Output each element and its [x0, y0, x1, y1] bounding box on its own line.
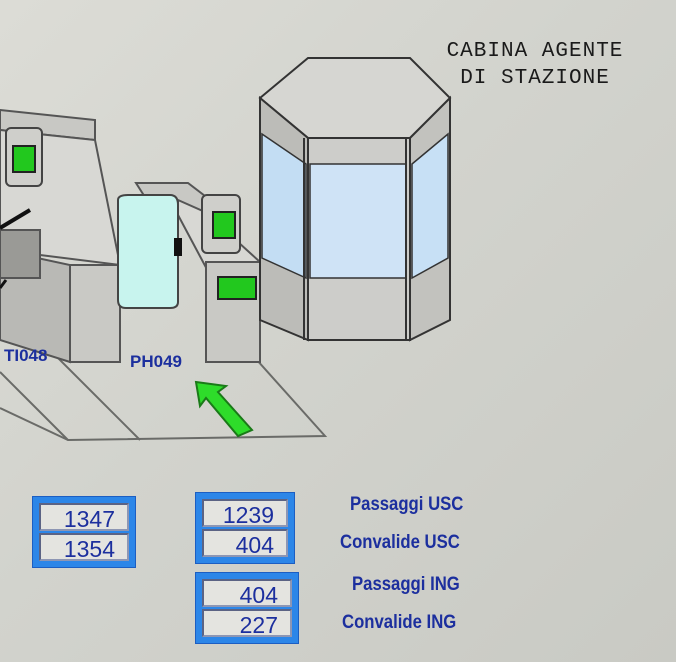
counter-b-bottom: 404: [202, 529, 288, 558]
counter-c-bottom: 227: [202, 609, 292, 638]
booth-title: CABINA AGENTE DI STAZIONE: [410, 38, 660, 92]
counter-group-c: 404 227: [195, 572, 299, 644]
label-convalide-ing: Convalide ING: [342, 612, 457, 633]
gate-door: [117, 194, 182, 309]
gate-label-ti048: TI048: [4, 346, 48, 365]
gate-label-ph049: PH049: [130, 352, 182, 371]
counter-a-top: 1347: [39, 503, 129, 532]
counter-group-b: 1239 404: [195, 492, 295, 564]
green-arrow-icon: [194, 380, 254, 438]
validator-ti048: [5, 127, 43, 187]
validator-ph049: [201, 194, 241, 254]
booth-title-line1: CABINA AGENTE: [446, 40, 624, 63]
counter-group-a: 1347 1354: [32, 496, 136, 568]
counter-c-top: 404: [202, 579, 292, 608]
counter-a-bottom: 1354: [39, 533, 129, 562]
gate-ti048[interactable]: [0, 108, 122, 364]
gate-ph049[interactable]: [117, 182, 261, 363]
label-passaggi-usc: Passaggi USC: [350, 494, 464, 515]
booth-title-line2: DI STAZIONE: [460, 67, 610, 90]
label-passaggi-ing: Passaggi ING: [352, 574, 460, 595]
label-convalide-usc: Convalide USC: [340, 532, 460, 553]
counter-b-top: 1239: [202, 499, 288, 528]
booth-kiosk: [258, 57, 452, 342]
